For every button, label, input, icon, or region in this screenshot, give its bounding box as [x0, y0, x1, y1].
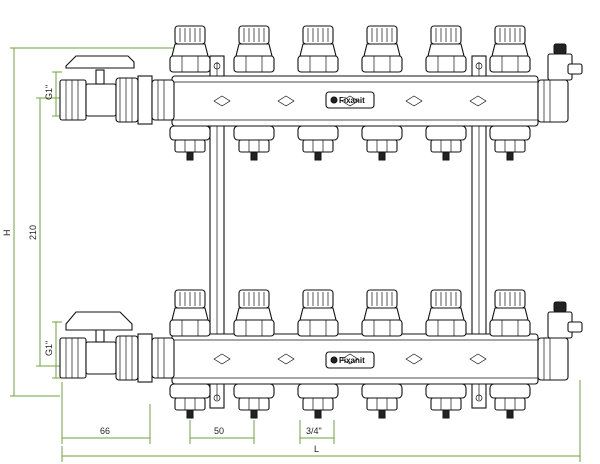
bottom-manifold-bar: Fixanit — [171, 333, 539, 385]
top-outlet-fitting — [169, 125, 211, 161]
bottom-bar-diamond — [405, 353, 423, 365]
bottom-inlet-ball-valve — [59, 311, 175, 383]
bottom-vent-knob — [553, 301, 567, 313]
bottom-outlet-fitting — [297, 383, 339, 419]
top-vent-knob — [553, 43, 567, 55]
bottom-valve-cap — [297, 289, 339, 337]
bottom-outlet-fitting — [169, 383, 211, 419]
top-outlet-fitting — [361, 125, 403, 161]
top-valve-cap — [425, 25, 467, 73]
mounting-brackets — [209, 55, 487, 409]
top-valve-cap — [489, 25, 531, 73]
bar-spacing-label: 210 — [28, 225, 38, 240]
outlet-thread-label: 3/4" — [306, 426, 322, 436]
top-brand-plate — [325, 91, 375, 109]
bottom-bar-diamond — [213, 353, 231, 365]
bottom-outlet-fitting — [489, 383, 531, 419]
top-bar-diamond — [469, 95, 487, 107]
bottom-valve-cap — [361, 289, 403, 337]
length-label: L — [314, 444, 319, 454]
offset-label: 66 — [100, 426, 110, 436]
bottom-brand-label: Fixanit — [339, 356, 365, 365]
bottom-outlet-fitting — [425, 383, 467, 419]
bottom-bar-diamond — [341, 353, 359, 365]
bottom-outlet-fitting — [361, 383, 403, 419]
top-valve-cap — [169, 25, 211, 73]
top-valve-cap — [297, 25, 339, 73]
height-label: H — [2, 230, 12, 237]
brand-logo-icon — [330, 356, 338, 364]
top-inlet-ball-valve — [59, 55, 175, 125]
top-brand-label: Fixanit — [339, 96, 365, 105]
pitch-label: 50 — [214, 426, 224, 436]
bottom-bar-diamond — [469, 353, 487, 365]
bottom-inlet-thread-label: G1" — [44, 341, 54, 356]
bottom-outlet-fitting — [233, 383, 275, 419]
top-manifold-bar: Fixanit — [171, 75, 539, 127]
top-inlet-thread-label: G1" — [44, 85, 54, 100]
top-outlet-fitting — [233, 125, 275, 161]
brand-logo-icon — [330, 96, 338, 104]
dimension-labels: H 210 G1" G1" 66 50 3/4" L — [2, 85, 322, 454]
top-bar-diamond — [341, 95, 359, 107]
top-outlet-fitting — [297, 125, 339, 161]
top-valve-cap — [233, 25, 275, 73]
bottom-valve-handle — [65, 311, 133, 331]
top-valve-handle — [65, 55, 135, 69]
top-bar-diamond — [213, 95, 231, 107]
top-bar-diamond — [405, 95, 423, 107]
bottom-valve-cap — [489, 289, 531, 337]
top-bar-diamond — [277, 95, 295, 107]
top-end-cap-air-vent — [537, 43, 583, 123]
top-valve-cap — [361, 25, 403, 73]
bottom-bar-diamond — [277, 353, 295, 365]
bottom-valve-cap — [425, 289, 467, 337]
top-outlet-fitting — [425, 125, 467, 161]
bottom-end-cap-air-vent — [537, 301, 583, 381]
dimension-lines — [10, 47, 581, 462]
outlet-group — [169, 25, 531, 419]
bottom-brand-plate — [325, 351, 375, 369]
bottom-valve-cap — [169, 289, 211, 337]
bottom-valve-cap — [233, 289, 275, 337]
top-outlet-fitting — [489, 125, 531, 161]
